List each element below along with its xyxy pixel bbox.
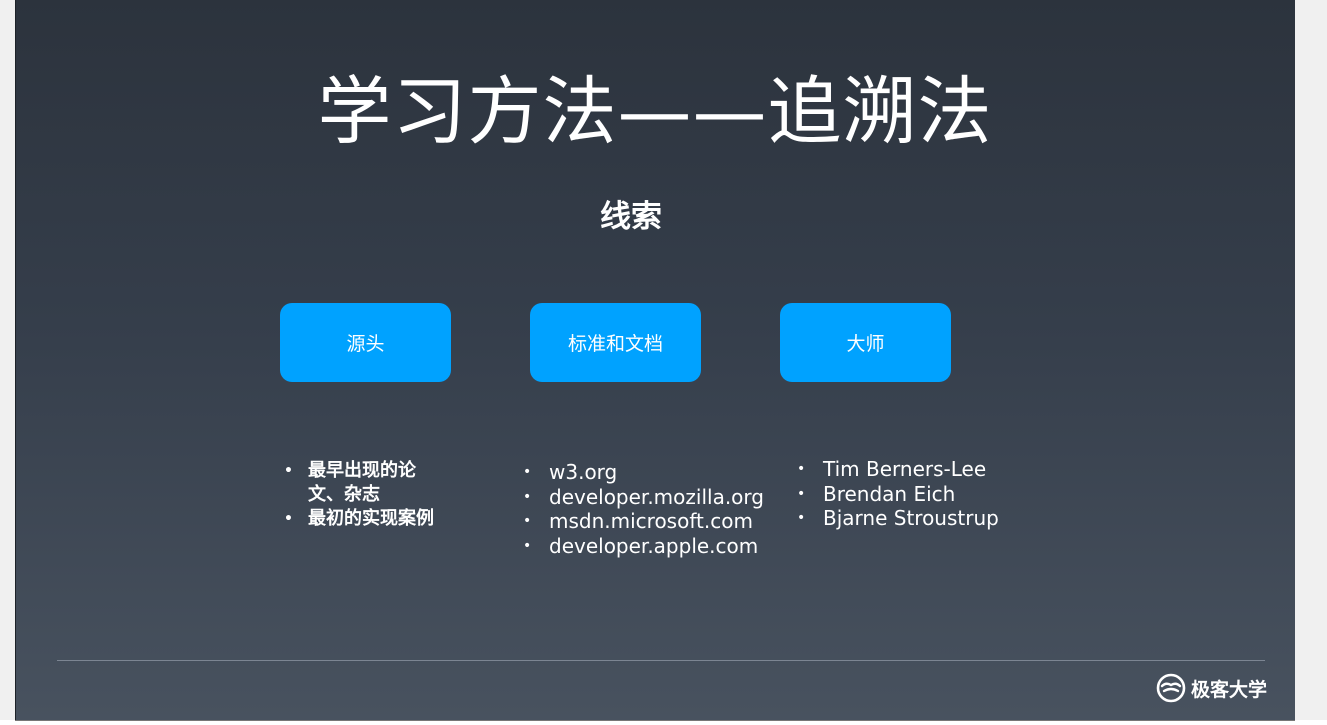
footer-divider: [57, 660, 1265, 661]
list-item: • Brendan Eich: [797, 482, 1037, 507]
list-item: • 最早出现的论文、杂志: [282, 459, 442, 507]
category-label: 大师: [846, 333, 885, 355]
slide-subtitle: 线索: [600, 199, 662, 235]
sources-list: • 最早出现的论文、杂志 • 最初的实现案例: [282, 459, 442, 531]
masters-list: • Tim Berners-Lee • Brendan Eich • Bjarn…: [797, 457, 1037, 531]
list-item: • 最初的实现案例: [282, 507, 442, 531]
slide-title: 学习方法——追溯法: [317, 69, 993, 155]
presentation-slide: 学习方法——追溯法 线索 源头 标准和文档 大师 • 最早出现的论文、杂志 • …: [15, 0, 1295, 720]
bullet-icon: •: [797, 510, 806, 526]
category-label: 标准和文档: [567, 333, 663, 355]
list-item-text: 最初的实现案例: [308, 508, 434, 529]
brand-logo: 极客大学: [1155, 672, 1267, 704]
slide-edge: [15, 0, 16, 720]
brand-logo-text: 极客大学: [1190, 678, 1267, 701]
bullet-icon: •: [284, 511, 293, 527]
list-item: • msdn.microsoft.com: [523, 509, 793, 534]
bullet-icon: •: [797, 461, 806, 477]
category-box-standards: 标准和文档: [530, 303, 701, 382]
list-item-text: msdn.microsoft.com: [549, 509, 753, 533]
list-item-text: developer.mozilla.org: [549, 484, 764, 509]
bullet-icon: •: [523, 513, 532, 529]
category-box-masters: 大师: [780, 303, 951, 382]
list-item-text: Tim Berners-Lee: [823, 457, 987, 481]
list-item-text: Bjarne Stroustrup: [823, 506, 999, 530]
list-item-text: developer.apple.com: [549, 533, 759, 558]
docs-list: • w3.org • developer.mozilla.org • msdn.…: [523, 460, 793, 558]
list-item: • developer.mozilla.org: [523, 485, 793, 510]
list-item: • Tim Berners-Lee: [797, 457, 1037, 482]
geekbang-logo-icon: [1156, 673, 1186, 703]
list-item: • Bjarne Stroustrup: [797, 506, 1037, 531]
bullet-icon: •: [523, 464, 532, 480]
list-item-text: Brendan Eich: [823, 481, 956, 506]
bullet-icon: •: [797, 485, 806, 502]
list-item-text: w3.org: [549, 460, 618, 484]
bottom-strip: [0, 720, 1327, 725]
list-item: • developer.apple.com: [523, 534, 793, 559]
bullet-icon: •: [284, 463, 293, 479]
category-label: 源头: [346, 333, 385, 355]
bullet-icon: •: [523, 537, 532, 554]
bullet-icon: •: [523, 488, 532, 505]
list-item-text: 最早出现的论文、杂志: [308, 460, 416, 505]
bottom-strip-line: [15, 720, 1295, 721]
category-box-sources: 源头: [280, 303, 451, 382]
list-item: • w3.org: [523, 460, 793, 485]
